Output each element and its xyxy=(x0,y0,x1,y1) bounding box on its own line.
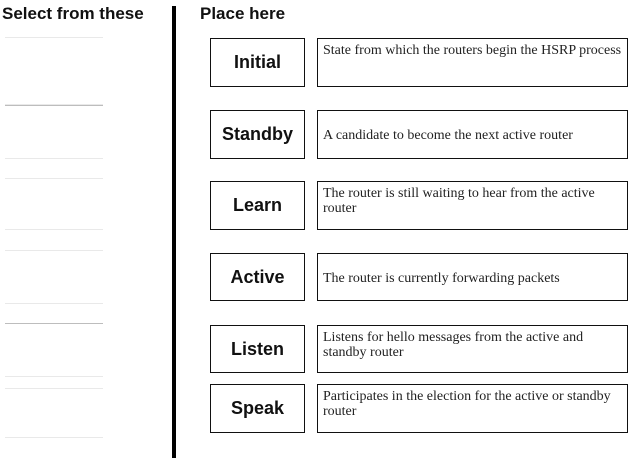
term-standby[interactable]: Standby xyxy=(210,110,305,159)
source-slot-4[interactable] xyxy=(5,250,103,304)
description-listen: Listens for hello messages from the acti… xyxy=(317,325,628,373)
description-learn: The router is still waiting to hear from… xyxy=(317,181,628,230)
column-divider xyxy=(172,6,176,458)
source-slot-1[interactable] xyxy=(5,37,103,105)
source-slot-2[interactable] xyxy=(5,105,103,159)
source-slot-5[interactable] xyxy=(5,323,103,377)
description-active: The router is currently forwarding packe… xyxy=(317,253,628,301)
description-initial: State from which the routers begin the H… xyxy=(317,38,628,87)
source-slot-6[interactable] xyxy=(5,388,103,438)
term-initial[interactable]: Initial xyxy=(210,38,305,87)
term-learn[interactable]: Learn xyxy=(210,181,305,230)
term-speak[interactable]: Speak xyxy=(210,384,305,433)
source-slot-3[interactable] xyxy=(5,178,103,230)
place-here-heading: Place here xyxy=(200,4,286,23)
description-standby: A candidate to become the next active ro… xyxy=(317,110,628,159)
term-listen[interactable]: Listen xyxy=(210,325,305,373)
select-from-these-heading: Select from these xyxy=(2,4,144,23)
description-speak: Participates in the election for the act… xyxy=(317,384,628,433)
term-active[interactable]: Active xyxy=(210,253,305,301)
